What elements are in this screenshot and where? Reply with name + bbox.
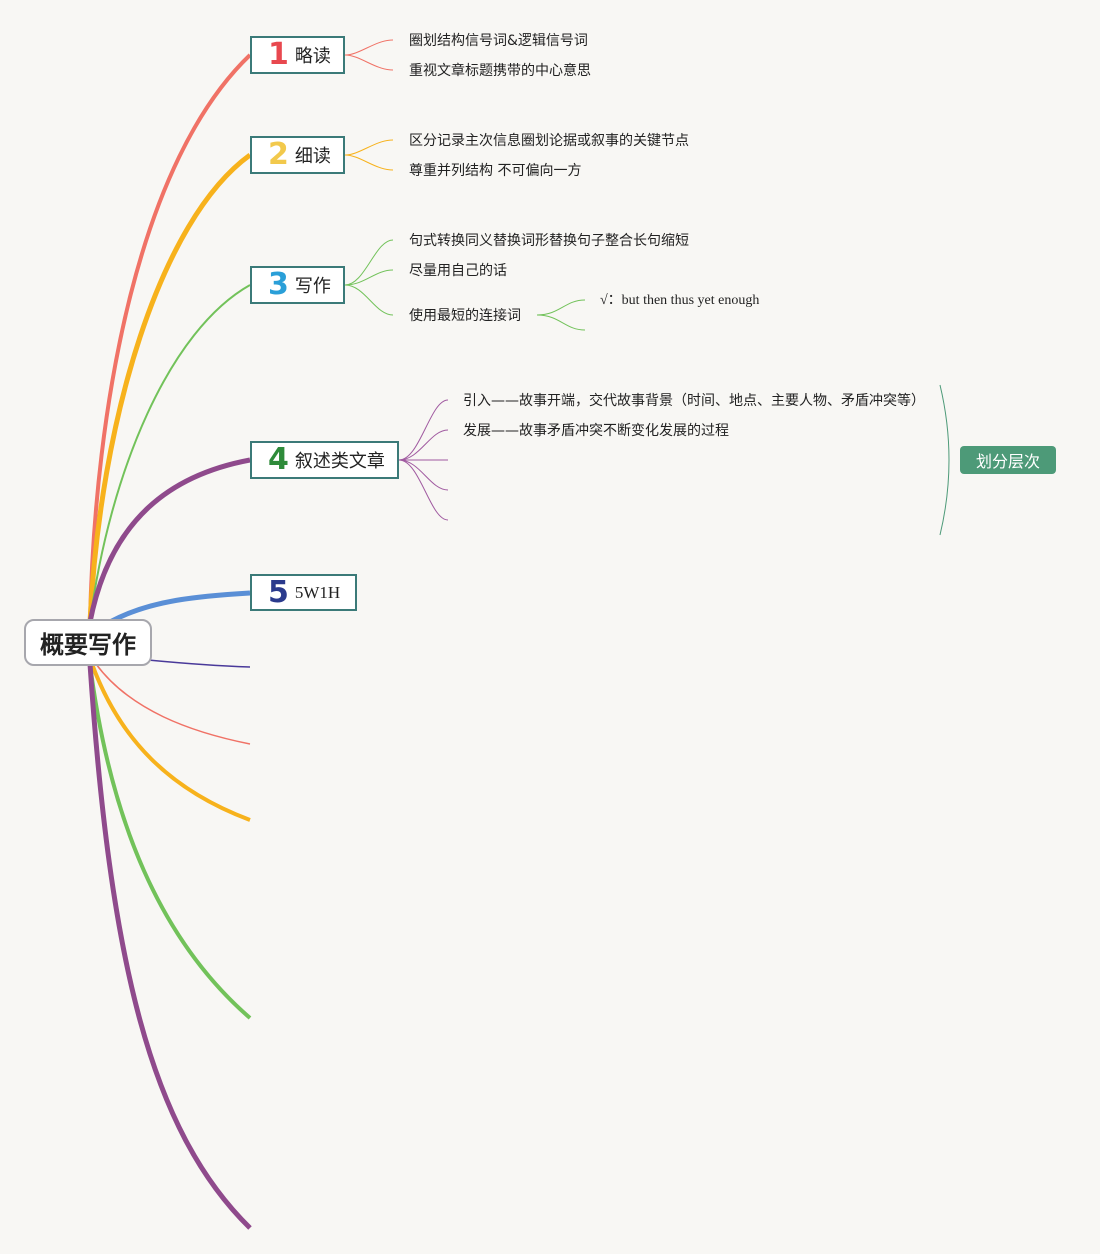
trunk-line-2 bbox=[87, 152, 252, 623]
leaf-line-3-2 bbox=[344, 269, 394, 286]
leaf-line-4-5 bbox=[398, 459, 449, 521]
leaf-line-4-1 bbox=[398, 399, 449, 461]
leaf-3-3-sub[interactable]: √：but then thus yet enough bbox=[600, 293, 760, 308]
leaf-line-4-2 bbox=[398, 429, 449, 461]
leaf-line-3-1 bbox=[344, 239, 394, 286]
branch-number-1: 1 bbox=[268, 37, 289, 72]
branch-number-5: 5 bbox=[268, 574, 289, 610]
leaf-4-1[interactable]: 引入——故事开端，交代故事背景（时间、地点、主要人物、矛盾冲突等） bbox=[463, 393, 925, 409]
leaf-line-3-3 bbox=[344, 284, 394, 316]
leaf-line-1-2 bbox=[344, 54, 394, 71]
trunk-line-5 bbox=[108, 590, 251, 625]
trunk-line-10 bbox=[87, 663, 252, 1230]
branch-node-5[interactable]: 5 5W1H bbox=[250, 574, 357, 611]
leaf-line-2-1 bbox=[344, 139, 394, 156]
leaf-line-2-2 bbox=[344, 154, 394, 171]
trunk-line-9 bbox=[88, 663, 252, 1020]
trunk-line-6 bbox=[147, 659, 251, 668]
branch-label-5: 5W1H bbox=[294, 582, 341, 602]
branch-node-3[interactable]: 3 写作 bbox=[250, 266, 345, 304]
leaf-2-2[interactable]: 尊重并列结构 不可偏向一方 bbox=[409, 163, 582, 179]
leaf-4-2[interactable]: 发展——故事矛盾冲突不断变化发展的过程 bbox=[463, 423, 729, 439]
trunk-line-8 bbox=[90, 663, 251, 822]
branch-label-1: 略读 bbox=[294, 46, 331, 67]
branch-node-4[interactable]: 4 叙述类文章 bbox=[250, 441, 399, 479]
leaf-1-2[interactable]: 重视文章标题携带的中心意思 bbox=[409, 63, 591, 79]
branch-number-2: 2 bbox=[268, 137, 289, 172]
branch-node-2[interactable]: 2 细读 bbox=[250, 136, 345, 174]
sub-leaf-line-3-b bbox=[536, 314, 586, 331]
leaf-line-1-1 bbox=[344, 39, 394, 56]
summary-tag[interactable]: 划分层次 bbox=[960, 446, 1056, 474]
leaf-3-1[interactable]: 句式转换同义替换词形替换句子整合长句缩短 bbox=[409, 233, 689, 249]
summary-bracket bbox=[939, 384, 950, 536]
trunk-line-1 bbox=[88, 53, 252, 623]
branch-label-3: 写作 bbox=[294, 276, 331, 297]
leaf-3-3[interactable]: 使用最短的连接词 bbox=[409, 308, 521, 324]
trunk-line-4 bbox=[87, 457, 251, 623]
summary-tag-label: 划分层次 bbox=[975, 452, 1040, 471]
trunk-line-3 bbox=[89, 284, 251, 623]
branch-node-1[interactable]: 1 略读 bbox=[250, 36, 345, 74]
branch-label-2: 细读 bbox=[294, 146, 331, 167]
root-label: 概要写作 bbox=[40, 631, 136, 659]
branch-number-4: 4 bbox=[268, 442, 289, 477]
trunk-line-7 bbox=[95, 663, 251, 745]
leaf-3-2[interactable]: 尽量用自己的话 bbox=[409, 263, 507, 279]
leaf-1-1[interactable]: 圈划结构信号词&逻辑信号词 bbox=[409, 33, 588, 49]
leaf-line-4-4 bbox=[398, 459, 449, 491]
root-node[interactable]: 概要写作 bbox=[24, 619, 152, 666]
branch-number-3: 3 bbox=[268, 267, 289, 302]
branch-label-4: 叙述类文章 bbox=[294, 451, 385, 472]
leaf-2-1[interactable]: 区分记录主次信息圈划论据或叙事的关键节点 bbox=[409, 133, 689, 149]
sub-leaf-line-3-a bbox=[536, 299, 586, 316]
